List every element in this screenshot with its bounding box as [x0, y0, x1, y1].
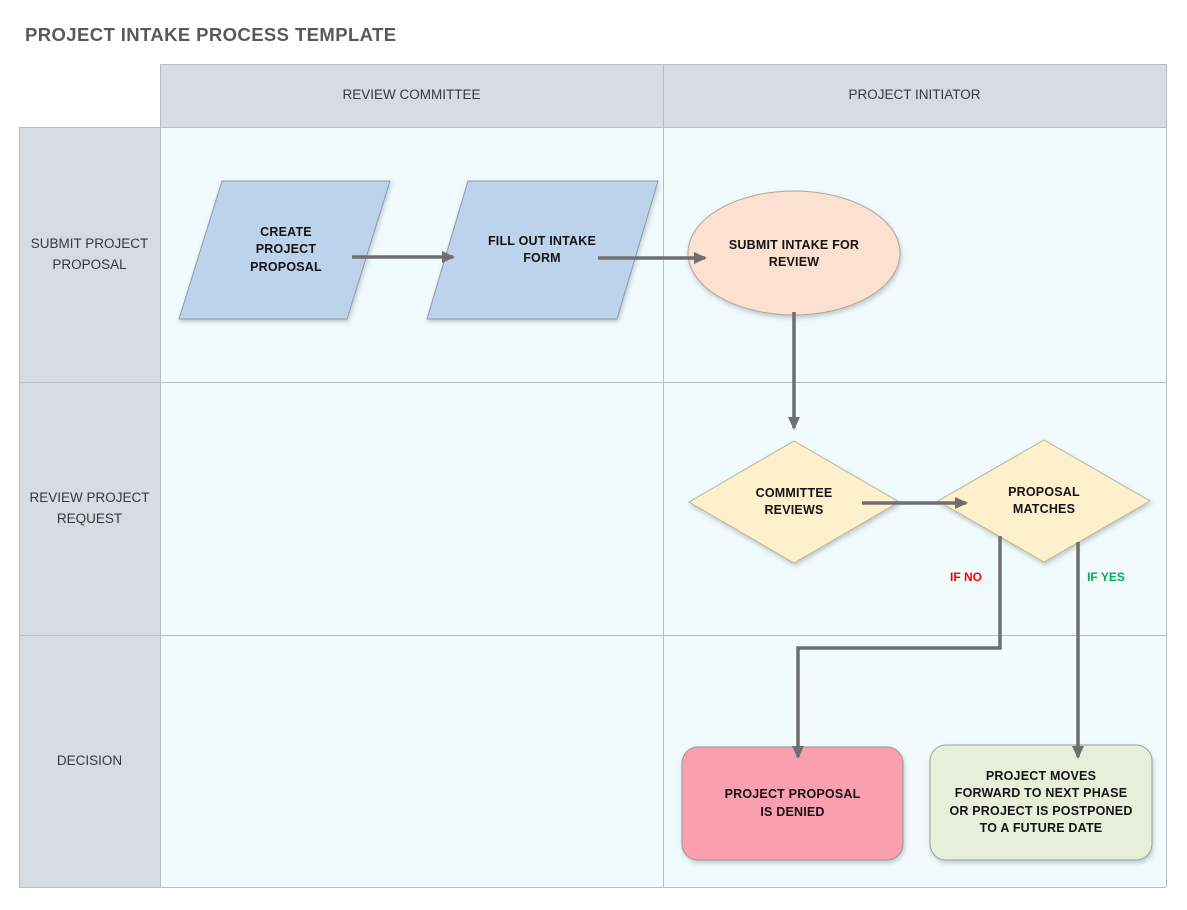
- row-label-decision: DECISION: [56, 752, 123, 768]
- grid-lines: [19, 64, 1167, 888]
- page-title: PROJECT INTAKE PROCESS TEMPLATE: [25, 24, 397, 45]
- arrow-if-no-to-denied: [792, 536, 1002, 759]
- proposal-approved-box: [929, 744, 1153, 861]
- fill-out-intake-form-label: FILL OUT INTAKE FORM: [487, 233, 597, 265]
- committee-reviews-diamond: [688, 440, 900, 564]
- row-label-submit-project-proposal: SUBMIT PROJECT PROPOSAL: [30, 236, 149, 272]
- proposal-matches-diamond: [936, 439, 1152, 563]
- column-header-project-initiator: PROJECT INITIATOR: [848, 87, 981, 103]
- column-header-review-committee: REVIEW COMMITTEE: [342, 87, 481, 103]
- proposal-denied-label: PROJECT PROPOSAL IS DENIED: [724, 787, 861, 819]
- row-label-band: [19, 127, 160, 887]
- fill-out-intake-form-shape: [426, 180, 659, 320]
- submit-intake-for-review-label: SUBMIT INTAKE FOR REVIEW: [728, 237, 860, 269]
- if-no-label: IF NO: [950, 570, 982, 584]
- committee-reviews-label: COMMITTEE REVIEWS: [755, 485, 833, 517]
- if-yes-label: IF YES: [1087, 570, 1125, 584]
- create-project-proposal-label: CREATE PROJECT PROPOSAL: [250, 225, 322, 274]
- create-project-proposal-shape: [178, 180, 391, 320]
- row-label-review-project-request: REVIEW PROJECT REQUEST: [29, 490, 150, 526]
- proposal-matches-label: PROPOSAL MATCHES: [1008, 484, 1080, 516]
- proposal-approved-label: PROJECT MOVES FORWARD TO NEXT PHASE OR P…: [949, 769, 1133, 835]
